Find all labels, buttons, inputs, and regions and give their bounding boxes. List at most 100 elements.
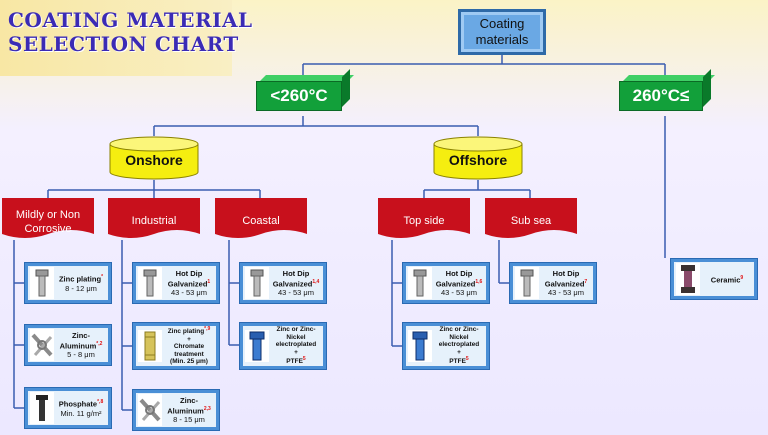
temp-high-node: 260°C≤ xyxy=(619,69,715,111)
card-industrial-zinc-aluminum: Zinc- Aluminum2,3 8 - 15 μm xyxy=(132,389,220,431)
onshore-label: Onshore xyxy=(125,152,183,168)
card-name-2: Nickel xyxy=(286,333,306,341)
card-spec: 8 - 12 μm xyxy=(65,283,97,293)
card-topside-zinc-nickel: Zinc or Zinc- Nickel electroplated + PTF… xyxy=(402,322,490,370)
category-mild-line-1: Mildly or Non xyxy=(15,209,81,221)
category-topside: Top side xyxy=(378,198,470,240)
card-spec: 8 - 15 μm xyxy=(173,415,205,425)
category-subsea-label: Sub sea xyxy=(510,215,552,227)
root-label-2: materials xyxy=(475,32,529,47)
category-subsea: Sub sea xyxy=(485,198,577,240)
card-spec: 43 - 53 μm xyxy=(547,288,584,298)
card-name-1: Zinc plating xyxy=(167,328,205,336)
card-name-2: Galvanized xyxy=(435,279,476,289)
temp-low-node: <260°C xyxy=(256,69,354,111)
card-name-1: Zinc or Zinc- xyxy=(439,326,479,334)
card-topside-hdg: Hot Dip Galvanized1,6 43 - 53 μm xyxy=(402,262,490,304)
card-name-1: Hot Dip xyxy=(282,268,310,278)
card-mild-phosphate: Phosphate*,8 Min. 11 g/m² xyxy=(24,387,112,429)
card-name-5: PTFE xyxy=(449,358,466,366)
onshore-node: Onshore xyxy=(108,136,200,180)
card-footnote: *,8 xyxy=(97,399,104,406)
root-node: Coating materials xyxy=(458,9,546,55)
blue-bolt-icon xyxy=(245,330,269,362)
card-footnote: 1,6 xyxy=(475,278,483,285)
washer-screws-icon xyxy=(138,394,162,426)
card-name-5: PTFE xyxy=(286,358,303,366)
card-spec: 43 - 53 μm xyxy=(277,288,314,298)
card-name-3: electroplated xyxy=(438,341,480,349)
card-industrial-zinc-chromate: Zinc plating*,9 + Chromate treatment (Mi… xyxy=(132,322,220,370)
card-name: Ceramic xyxy=(710,275,741,285)
card-footnote: 7 xyxy=(584,278,588,285)
card-name-5: (Min. 25 μm) xyxy=(170,358,208,366)
card-subsea-hdg: Hot Dip Galvanized7 43 - 53 μm xyxy=(509,262,597,304)
category-mild-line-2: Corrosive xyxy=(24,223,72,235)
category-industrial: Industrial xyxy=(108,198,200,240)
category-mild: Mildly or Non Corrosive xyxy=(2,198,94,240)
card-footnote: *,9 xyxy=(204,326,211,333)
card-mild-zinc-plating: Zinc plating* 8 - 12 μm xyxy=(24,262,112,304)
page-title: COATING MATERIAL SELECTION CHART xyxy=(8,8,253,56)
category-topside-label: Top side xyxy=(403,215,445,227)
card-footnote: 1,4 xyxy=(312,278,320,285)
bolt-icon xyxy=(245,267,269,299)
card-footnote: 1 xyxy=(207,278,211,285)
card-industrial-hdg: Hot Dip Galvanized1 43 - 53 μm xyxy=(132,262,220,304)
card-name-1: Hot Dip xyxy=(175,268,203,278)
card-spec: Min. 11 g/m² xyxy=(60,408,102,418)
card-name-4: treatment xyxy=(174,350,204,358)
card-spec: 43 - 53 μm xyxy=(170,288,207,298)
card-name-2: Galvanized xyxy=(167,279,208,289)
card-coastal-zinc-nickel: Zinc or Zinc- Nickel electroplated + PTF… xyxy=(239,322,327,370)
card-footnote: 9 xyxy=(740,274,744,281)
card-name-2: + xyxy=(187,335,191,343)
title-line-1: COATING MATERIAL xyxy=(8,8,253,32)
category-coastal: Coastal xyxy=(215,198,307,240)
card-name-1: Hot Dip xyxy=(552,268,580,278)
black-bolt-icon xyxy=(30,392,54,424)
blue-bolt-icon xyxy=(408,330,432,362)
category-industrial-label: Industrial xyxy=(131,215,177,227)
title-background xyxy=(0,0,232,76)
temp-low-label: <260°C xyxy=(270,86,328,105)
card-name: Zinc plating xyxy=(58,274,102,284)
card-name-4: + xyxy=(457,348,461,356)
washer-screws-icon xyxy=(30,329,54,361)
card-name-4: + xyxy=(294,348,298,356)
title-line-2: SELECTION CHART xyxy=(8,32,239,56)
card-name-1: Zinc- xyxy=(180,395,198,405)
card-name-2: Aluminum xyxy=(59,341,97,351)
card-name: Phosphate xyxy=(58,399,98,409)
card-footnote: 2,3 xyxy=(203,405,211,412)
bolt-icon xyxy=(515,267,539,299)
ceramic-bolt-icon xyxy=(676,263,700,295)
bolt-icon xyxy=(408,267,432,299)
root-label-1: Coating xyxy=(479,16,525,31)
card-name-2: Nickel xyxy=(449,333,469,341)
card-name-1: Zinc or Zinc- xyxy=(276,326,316,334)
card-spec: 5 - 8 μm xyxy=(67,350,95,360)
card-name-2: Aluminum xyxy=(167,406,204,416)
bolt-icon xyxy=(30,267,54,299)
card-name-2: Galvanized xyxy=(544,279,585,289)
offshore-label: Offshore xyxy=(448,152,508,168)
category-coastal-label: Coastal xyxy=(242,215,280,227)
temp-high-label: 260°C≤ xyxy=(632,86,690,105)
card-name-1: Zinc- xyxy=(72,330,90,340)
card-coastal-hdg: Hot Dip Galvanized1,4 43 - 53 μm xyxy=(239,262,327,304)
card-ceramic: Ceramic9 xyxy=(670,258,758,300)
card-name-3: electroplated xyxy=(275,341,317,349)
card-name-2: Galvanized xyxy=(272,279,313,289)
card-mild-zinc-aluminum: Zinc- Aluminum*,2 5 - 8 μm xyxy=(24,324,112,366)
card-name-3: Chromate xyxy=(173,343,205,351)
card-footnote: 5 xyxy=(465,356,469,363)
card-footnote: * xyxy=(101,274,104,281)
gold-stud-icon xyxy=(138,330,162,362)
card-footnote: 5 xyxy=(302,356,306,363)
offshore-node: Offshore xyxy=(432,136,524,180)
card-name-1: Hot Dip xyxy=(445,268,473,278)
card-spec: 43 - 53 μm xyxy=(440,288,477,298)
card-footnote: *,2 xyxy=(96,340,103,347)
